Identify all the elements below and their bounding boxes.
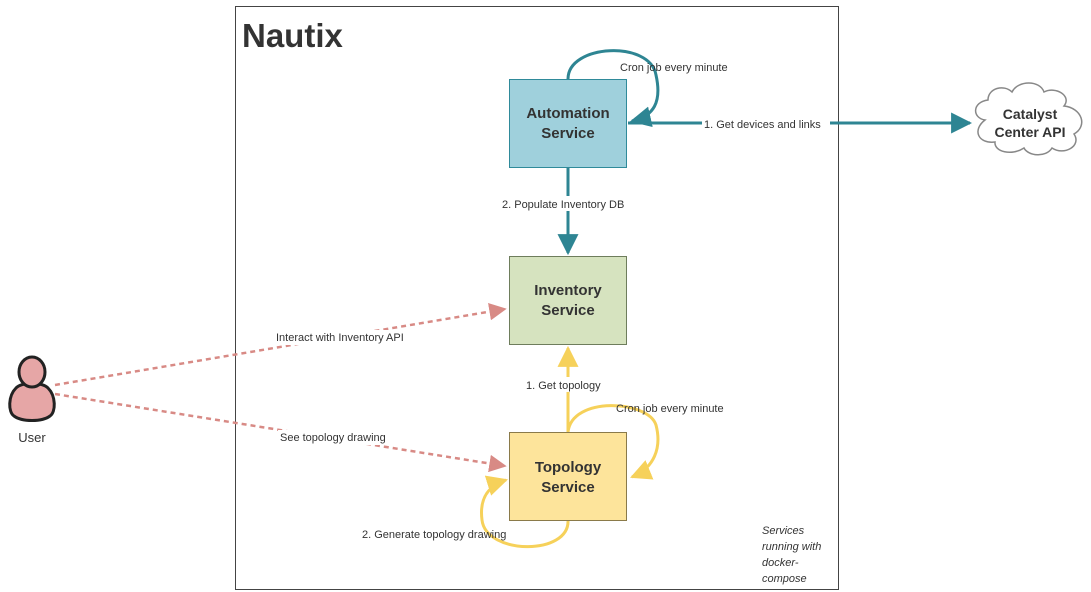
page-title: Nautix: [242, 17, 344, 54]
services-note-1: Services: [762, 525, 805, 537]
topology-cron-loop: [566, 404, 660, 480]
catalyst-center-label-2: Center API: [994, 124, 1065, 140]
see-topology-label: See topology drawing: [280, 432, 386, 444]
user-label: User: [18, 430, 46, 445]
automation-service-label-2: Service: [541, 125, 594, 142]
automation-cron-loop: [566, 49, 660, 128]
see-topology-label-bg: [278, 430, 400, 445]
get-devices-label: 1. Get devices and links: [704, 119, 821, 131]
inventory-service-label-2: Service: [541, 302, 594, 319]
get-devices-label-bg: [702, 116, 830, 131]
topology-service-label-1: Topology: [535, 459, 602, 476]
topology-service-label-2: Service: [541, 479, 594, 496]
populate-db-label-bg: [500, 196, 640, 211]
inventory-service-node: [509, 256, 627, 345]
catalyst-center-cloud: [974, 82, 1083, 156]
generate-drawing-loop: [480, 475, 570, 548]
automation-service-label-1: Automation: [526, 105, 609, 122]
topology-service-node: [509, 432, 627, 521]
interact-inventory-label: Interact with Inventory API: [276, 332, 404, 344]
services-note-3: docker-: [762, 557, 799, 569]
get-topology-label-bg: [524, 377, 612, 392]
services-note-2: running with: [762, 541, 821, 553]
inventory-service-label-1: Inventory: [534, 282, 602, 299]
topology-cron-label: Cron job every minute: [616, 403, 724, 415]
user-icon: [8, 355, 56, 422]
interact-inventory-arrow: [54, 302, 507, 387]
automation-cron-label: Cron job every minute: [620, 62, 728, 74]
generate-drawing-label: 2. Generate topology drawing: [362, 529, 506, 541]
automation-service-node: [509, 79, 627, 168]
services-note-4: compose: [762, 573, 807, 585]
interact-inventory-label-bg: [274, 330, 424, 345]
populate-db-label: 2. Populate Inventory DB: [502, 199, 624, 211]
get-topology-label: 1. Get topology: [526, 380, 601, 392]
catalyst-center-label-1: Catalyst: [1003, 106, 1058, 122]
